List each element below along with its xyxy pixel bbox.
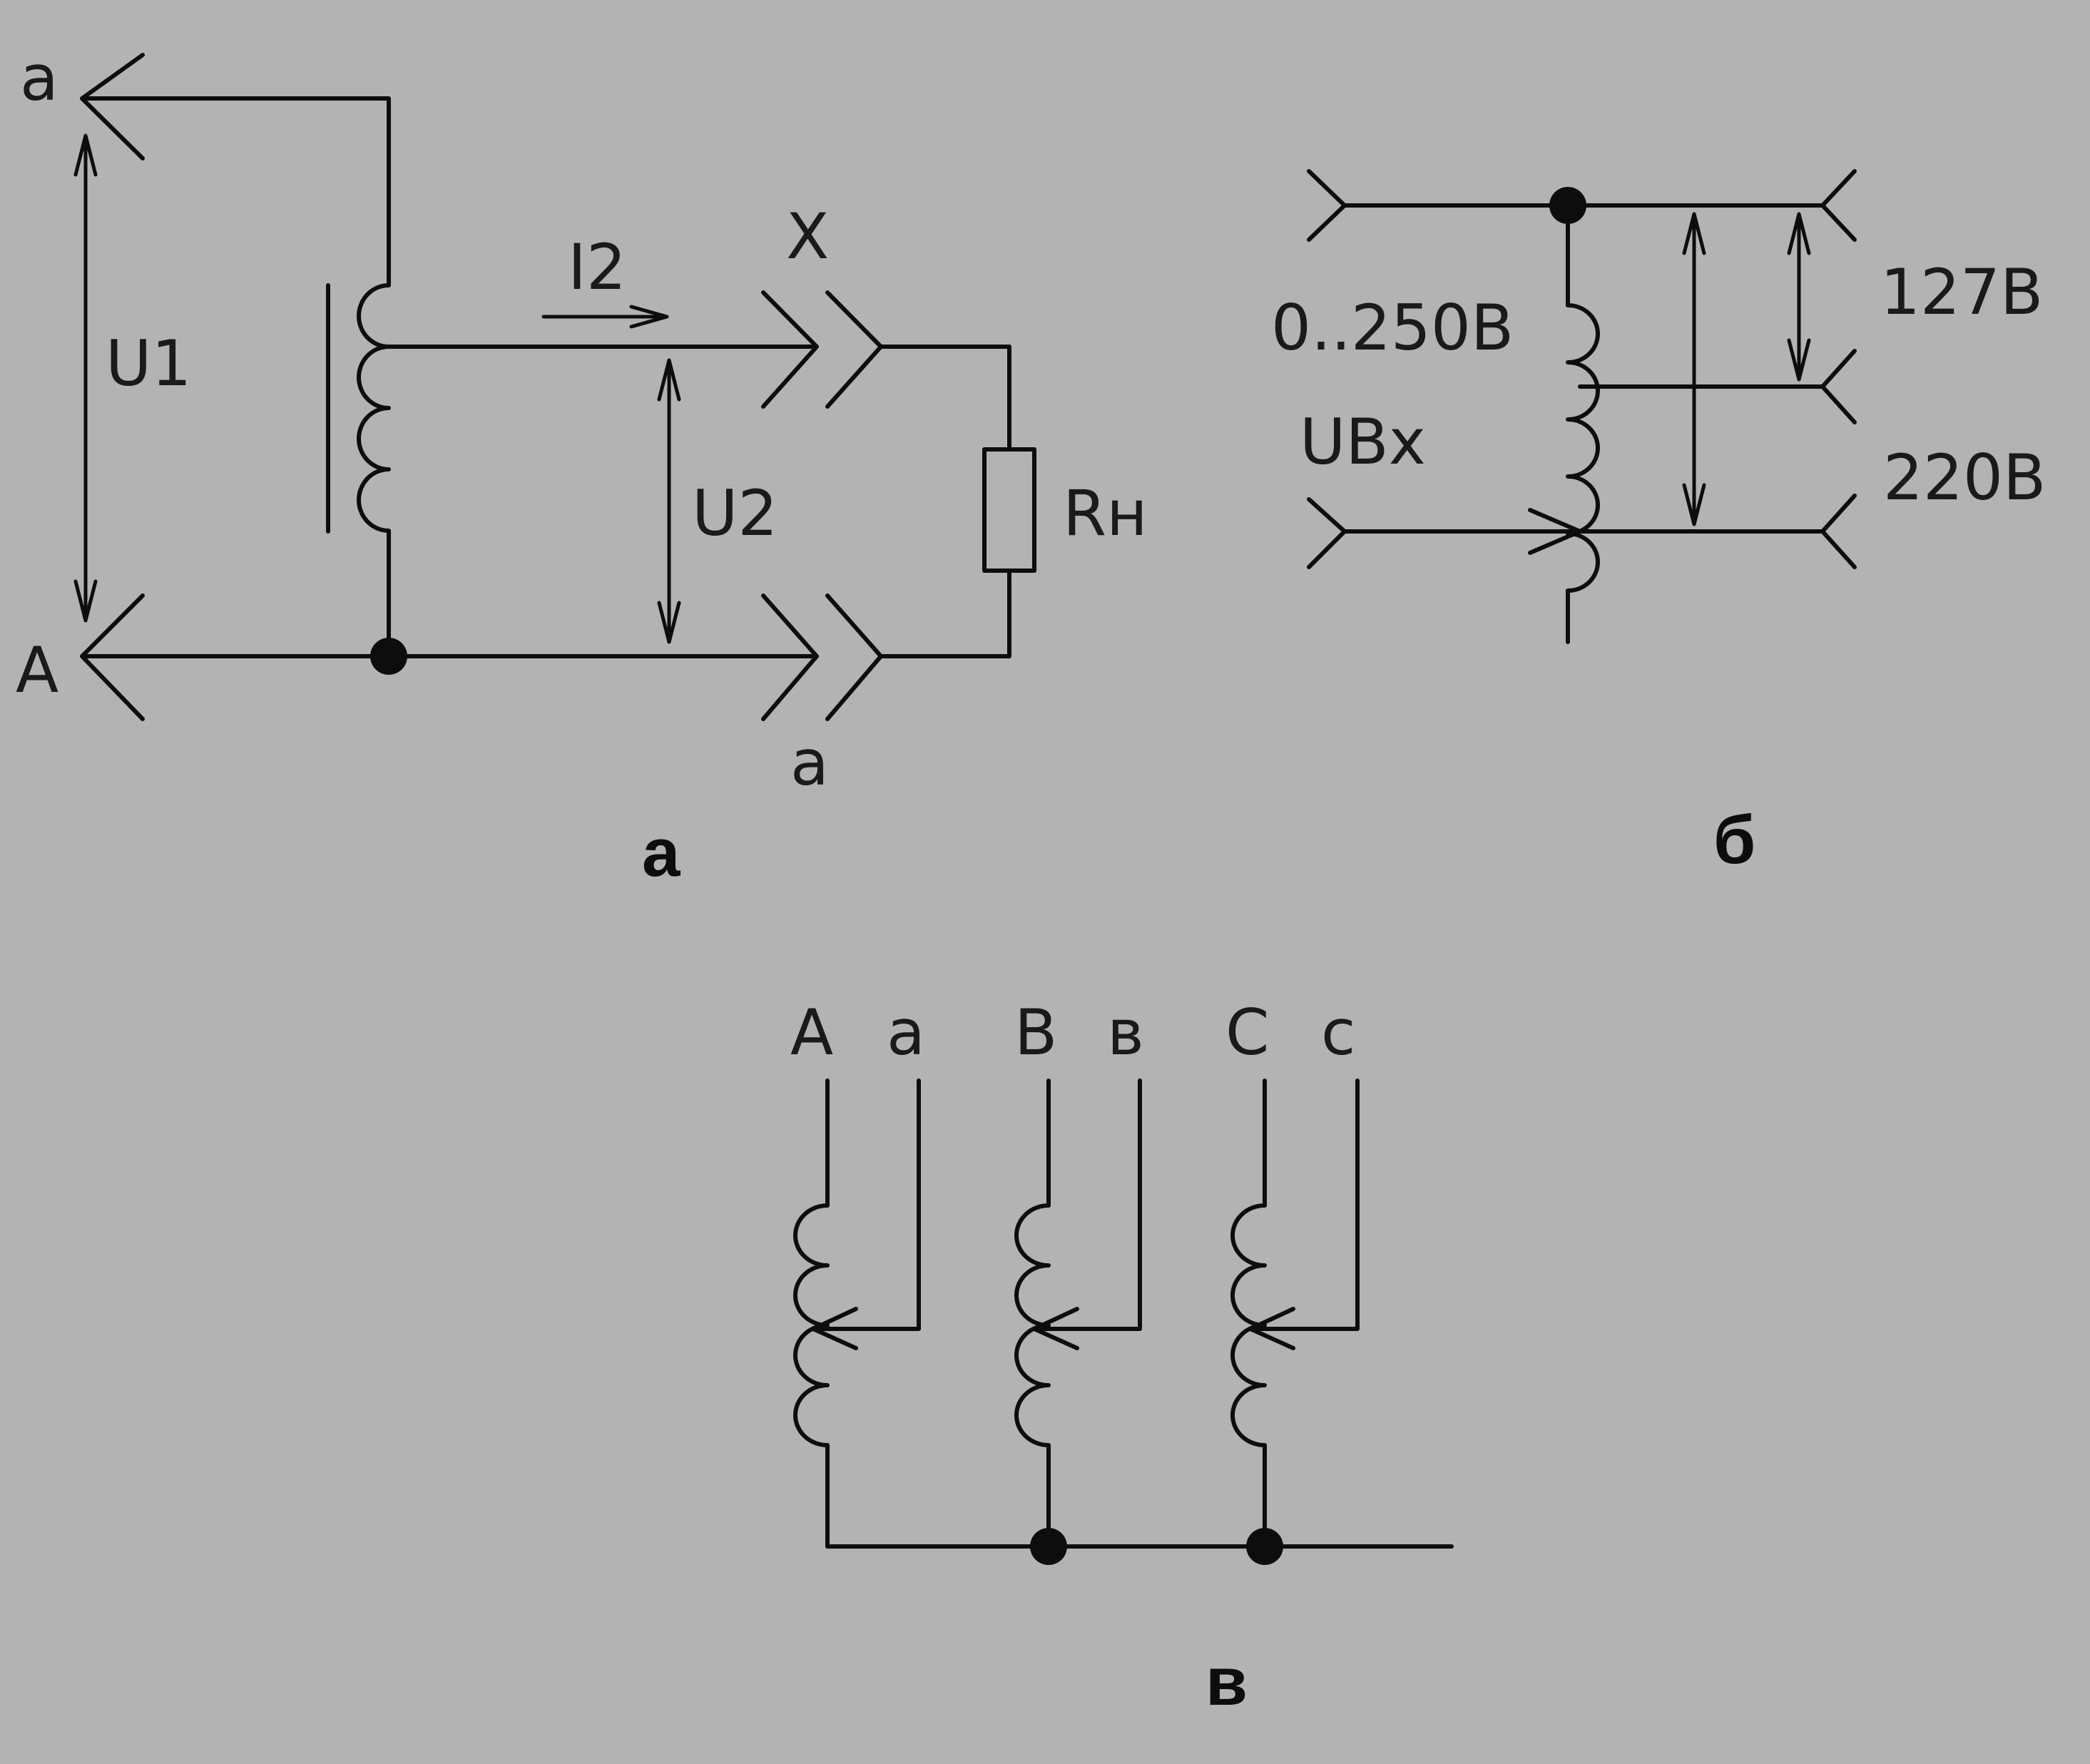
tap-wire-x [387,290,819,409]
i2-current-arrow [541,305,669,329]
phase-a-slider [811,1079,921,1350]
label-terminal-a-bottom: a [790,726,829,800]
variac-winding [1566,203,1600,644]
connector-x [825,290,1011,452]
input-slider-wire [1307,497,1582,569]
tap-220-wire [1578,494,1857,569]
label-terminal-X: X [786,200,829,273]
label-input: UВх [1300,405,1426,479]
caption-b: б [1713,802,1755,878]
diagram-a: a A U1 I2 X U2 Rн a а [16,41,1148,891]
label-phase-A: A [790,996,833,1069]
diagram-c: A a B в C c в [790,996,1454,1720]
phase-b-slider [1032,1079,1142,1350]
phase-c-slider [1248,1079,1360,1350]
label-phase-C: C [1225,996,1269,1069]
diagram-b: 0..250B UВх 127B 220B б [1271,169,2046,878]
connector-a-bottom [825,593,883,721]
u1-voltage-arrow [73,133,98,623]
label-127: 127B [1880,255,2043,329]
label-load: Rн [1063,476,1148,550]
junction-dot-c [1246,1528,1283,1565]
phase-b-winding [1014,1079,1051,1549]
label-220: 220B [1883,441,2046,514]
voltage-arrow-220 [1682,212,1706,526]
label-phase-b: в [1107,996,1144,1069]
phase-a-winding [793,1079,830,1549]
terminal-a-top-connector [80,53,391,287]
load-return-wire [879,569,1011,658]
u2-voltage-arrow [657,358,681,644]
voltage-arrow-127 [1787,212,1811,382]
label-U2: U2 [692,476,778,550]
junction-dot [370,638,407,675]
label-terminal-a-top: a [20,41,58,115]
label-U1: U1 [106,327,191,400]
phase-c-winding [1230,1079,1267,1549]
junction-dot-b [1030,1528,1067,1565]
load-resistor [982,447,1036,573]
autotransformer-winding [357,283,391,658]
label-terminal-A: A [16,633,58,707]
label-range: 0..250B [1271,291,1514,364]
caption-a: а [642,815,680,891]
label-phase-B: B [1014,996,1057,1069]
label-phase-a: a [887,996,925,1069]
bottom-wire [80,593,819,721]
label-phase-c: c [1321,996,1355,1069]
tap-127-wire [1578,349,1857,424]
label-I2: I2 [568,230,626,304]
caption-c: в [1205,1643,1248,1720]
